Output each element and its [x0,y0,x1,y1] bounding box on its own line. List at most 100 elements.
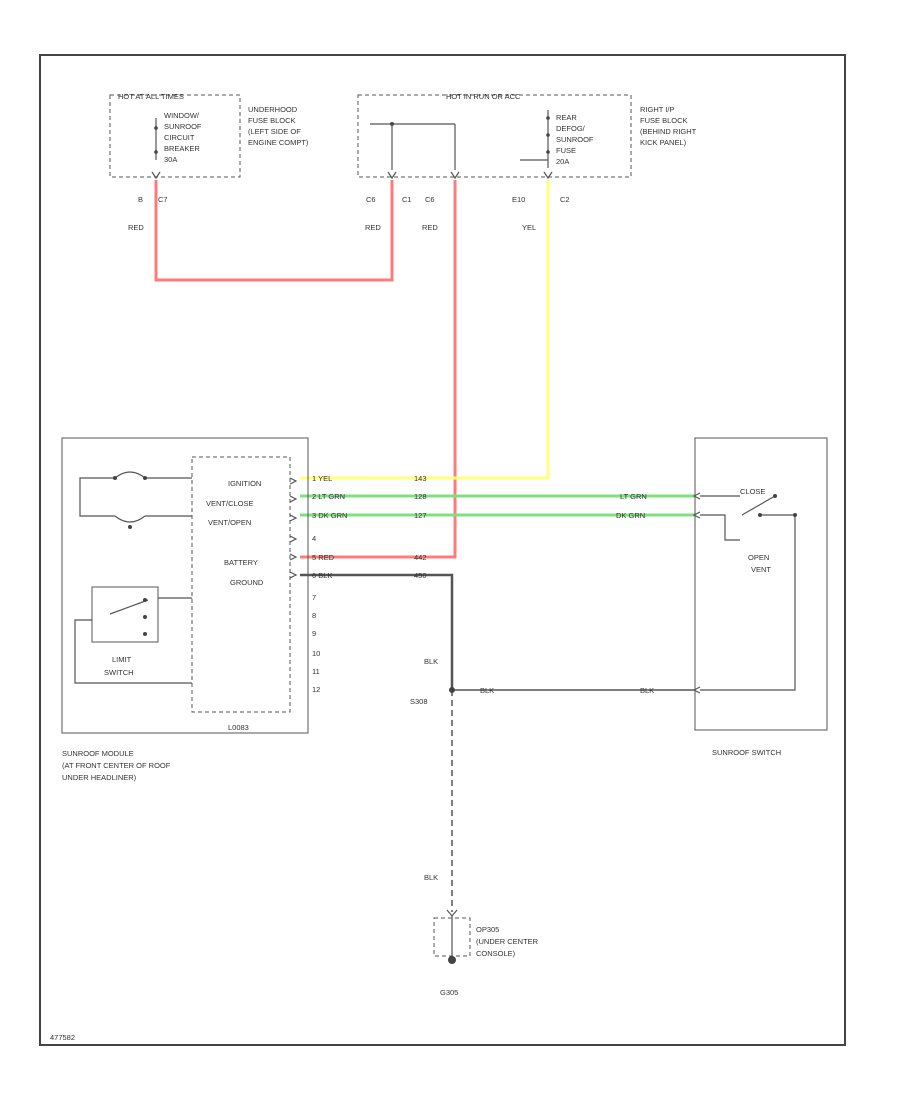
switch-name: SUNROOF SWITCH [712,748,781,757]
limit-switch-label-2: SWITCH [104,668,134,677]
wire-red-battery [300,180,457,559]
breaker-pin-bottom [154,150,158,154]
circuit-127: 127 [414,511,427,520]
relay-close-contact [79,477,192,517]
module-label-vent-open: VENT/OPEN [208,518,251,527]
sunroof-switch-box [694,437,828,731]
switch-wire-dk-grn: DK GRN [616,511,645,520]
module-label-battery: BATTERY [224,558,258,567]
relay-pin-1 [113,476,117,480]
ground-loc-1: OP305 [476,925,499,934]
limit-pin-1 [143,598,147,602]
switch-pos-open: OPEN [748,553,769,562]
module-pin-10: 10 [312,649,320,658]
switch-pos-close: CLOSE [740,487,765,496]
hot-at-all-times-box [109,94,241,178]
module-pin-3: 3 DK GRN [312,511,347,520]
connector-c6-right [450,171,460,180]
module-connector-id: L0083 [228,723,249,732]
limit-pin-3 [143,632,147,636]
fuse-pin-mid [546,133,550,137]
hot-at-all-times-header: HOT AT ALL TIMES [118,92,184,101]
module-label-vent-close: VENT/CLOSE [206,499,254,508]
switch-connector-chevrons [692,492,701,694]
fuse-label-3: SUNROOF [556,135,594,144]
module-name-3: UNDER HEADLINER) [62,773,137,782]
module-pin-4: 4 [312,534,316,543]
fuse-pin-top [546,116,550,120]
wire-blk-ground [300,573,454,690]
circuit-442: 442 [414,553,427,562]
fuse-pin-bottom [546,150,550,154]
connector-c7 [151,171,161,180]
breaker-label-1: WINDOW/ [164,111,200,120]
wire-red-3-label: RED [422,223,438,232]
wire-yel-label: YEL [522,223,536,232]
module-pin-6: 6 BLK [312,571,332,580]
circuit-143: 143 [414,474,427,483]
fuse-label-2: DEFOG/ [556,124,586,133]
switch-pin-mid [758,513,762,517]
module-name-1: SUNROOF MODULE [62,749,134,758]
relay-pin-3 [128,525,132,529]
fuse-label-1: REAR [556,113,577,122]
diagram-frame [39,54,846,1046]
switch-pos-vent: VENT [751,565,771,574]
ip-fuse-loc-2: FUSE BLOCK [640,116,688,125]
splice-id: S308 [410,697,428,706]
hot-in-run-header: HOT IN RUN OR ACC [446,92,521,101]
underhood-loc-4: ENGINE COMPT) [248,138,309,147]
module-pin-7: 7 [312,593,316,602]
pin-e10: E10 [512,195,525,204]
underhood-loc-2: FUSE BLOCK [248,116,296,125]
module-pin-11: 11 [312,667,320,676]
ground-loc-3: CONSOLE) [476,949,516,958]
underhood-loc-3: (LEFT SIDE OF [248,127,301,136]
limit-switch-contact [109,599,149,615]
breaker-label-5: 30A [164,155,177,164]
module-pin-12: 12 [312,685,320,694]
splice-node [449,687,455,693]
limit-switch-box [91,586,159,643]
switch-wire-lt-grn: LT GRN [620,492,647,501]
wire-red-loop [154,180,394,282]
splice-blk-wire: BLK [480,686,494,695]
sunroof-module-box [61,437,309,734]
connector-c2 [543,171,553,180]
switch-contacts [700,495,796,691]
switch-blade [741,495,776,516]
module-inner-box [191,456,291,713]
ip-fuse-loc-1: RIGHT I/P [640,105,674,114]
figure-id: 477582 [50,1033,75,1042]
limit-switch-wiring [74,597,192,684]
pin-b-label: B [138,195,143,204]
module-label-ground: GROUND [230,578,264,587]
underhood-loc-1: UNDERHOOD [248,105,298,114]
limit-pin-2 [143,615,147,619]
limit-switch-label-1: LIMIT [112,655,132,664]
pin-c7-label: C7 [158,195,168,204]
module-pin-2: 2 LT GRN [312,492,345,501]
relay-pin-2 [143,476,147,480]
ip-fuse-loc-4: KICK PANEL) [640,138,687,147]
switch-wire-blk: BLK [640,686,654,695]
breaker-label-2: SUNROOF [164,122,202,131]
circuit-128: 128 [414,492,427,501]
hot-in-run-box [357,94,632,178]
module-name-2: (AT FRONT CENTER OF ROOF [62,761,171,770]
wire-yellow-ignition [300,180,550,480]
pin-c6-right: C6 [425,195,435,204]
breaker-label-4: BREAKER [164,144,200,153]
wire-red-2-label: RED [365,223,381,232]
pin-c1: C1 [402,195,412,204]
module-pin-8: 8 [312,611,316,620]
breaker-label-3: CIRCUIT [164,133,195,142]
blk-wire-label-2: BLK [424,873,438,882]
fuse-label-4: FUSE [556,146,576,155]
pin-c2: C2 [560,195,570,204]
module-pin-9: 9 [312,629,316,638]
switch-pin-close [773,494,777,498]
switch-pin-right [793,513,797,517]
module-connector-chevrons [289,477,298,579]
